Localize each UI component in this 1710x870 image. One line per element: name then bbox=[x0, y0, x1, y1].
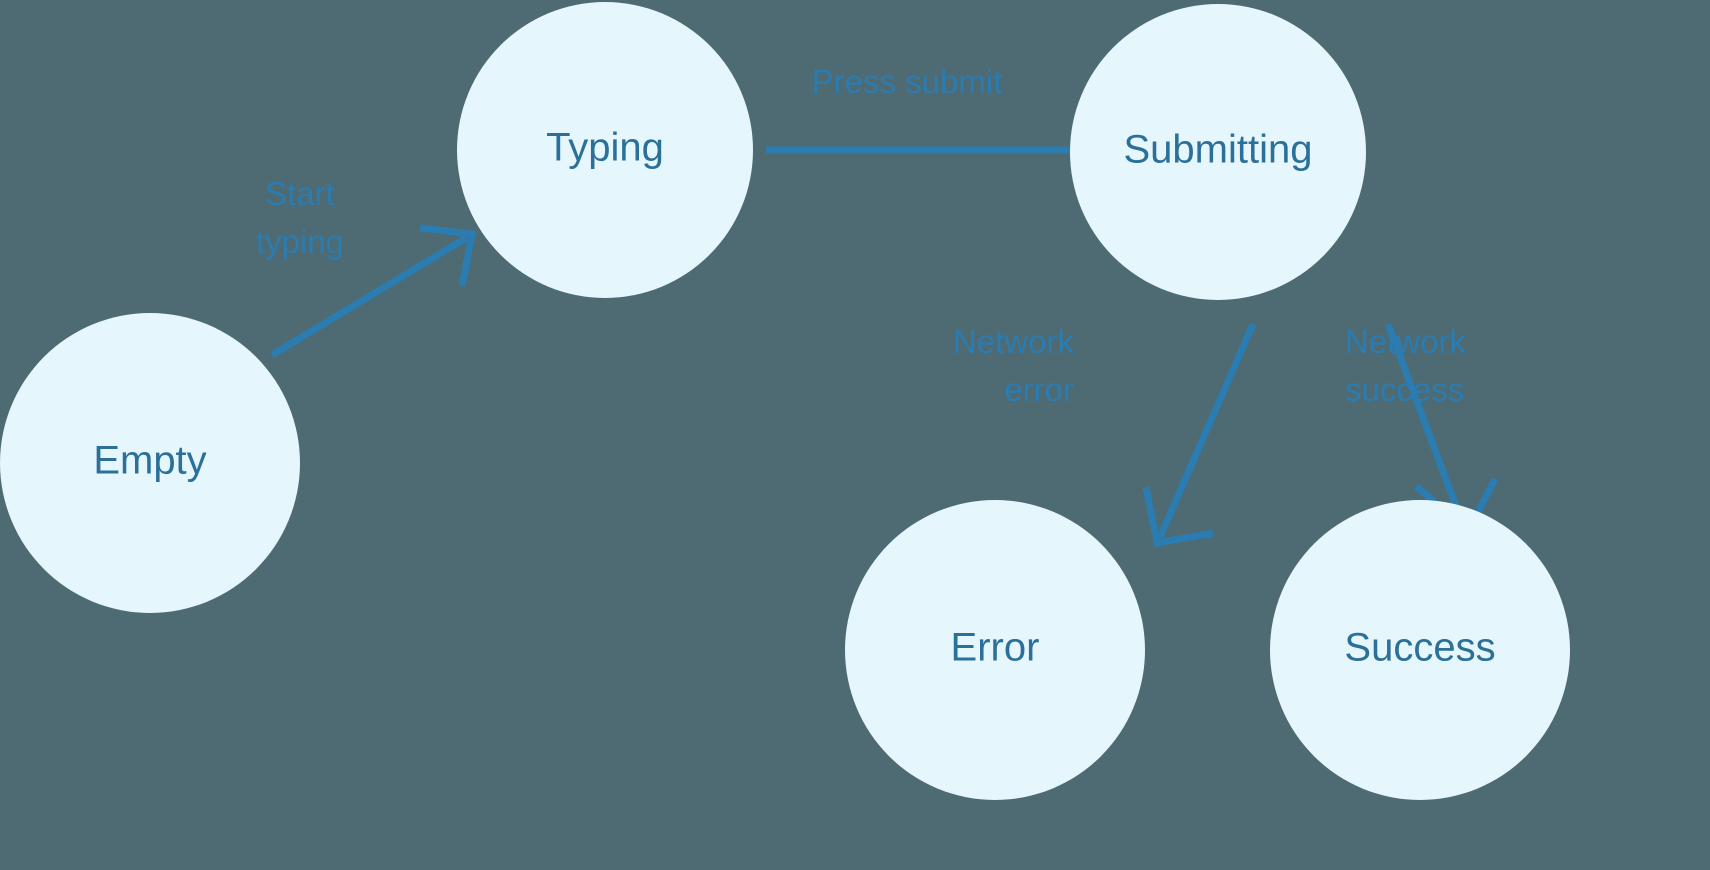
edge-submitting-to-success-label-line2: success bbox=[1345, 371, 1464, 408]
edge-empty-to-typing-label-line1: Start bbox=[265, 175, 335, 212]
node-submitting-label: Submitting bbox=[1124, 128, 1313, 172]
edge-typing-to-submitting-label-line1: Press submit bbox=[812, 63, 1003, 100]
node-error[interactable]: Error bbox=[845, 500, 1145, 800]
node-error-label: Error bbox=[951, 626, 1040, 670]
edge-submitting-to-error-arrowhead bbox=[1142, 486, 1214, 548]
edge-submitting-to-success: Network success bbox=[1345, 322, 1499, 537]
node-success[interactable]: Success bbox=[1270, 500, 1570, 800]
edge-submitting-to-error-line bbox=[1156, 322, 1257, 539]
node-submitting[interactable]: Submitting bbox=[1070, 4, 1366, 300]
node-success-label: Success bbox=[1344, 626, 1495, 670]
edge-empty-to-typing: Start typing bbox=[256, 175, 477, 358]
edge-submitting-to-error-label-line2: error bbox=[1004, 371, 1074, 408]
edge-empty-to-typing-line bbox=[270, 235, 468, 358]
node-empty[interactable]: Empty bbox=[0, 313, 300, 613]
edge-submitting-to-error: Network error bbox=[953, 322, 1257, 548]
node-typing[interactable]: Typing bbox=[457, 2, 753, 298]
edge-submitting-to-success-label-line1: Network bbox=[1345, 323, 1467, 360]
node-submitting-circle[interactable] bbox=[1070, 4, 1366, 300]
edge-empty-to-typing-arrowhead bbox=[419, 224, 477, 287]
node-empty-label: Empty bbox=[93, 439, 206, 483]
edge-submitting-to-success-line bbox=[1384, 322, 1467, 527]
node-error-circle[interactable] bbox=[845, 500, 1145, 800]
node-success-circle[interactable] bbox=[1270, 500, 1570, 800]
node-typing-circle[interactable] bbox=[457, 2, 753, 298]
edge-submitting-to-error-label-line1: Network bbox=[953, 323, 1075, 360]
node-typing-label: Typing bbox=[546, 126, 664, 170]
edge-typing-to-submitting: Press submit bbox=[766, 63, 1146, 187]
node-empty-circle[interactable] bbox=[0, 313, 300, 613]
edge-empty-to-typing-label-line2: typing bbox=[256, 223, 344, 260]
